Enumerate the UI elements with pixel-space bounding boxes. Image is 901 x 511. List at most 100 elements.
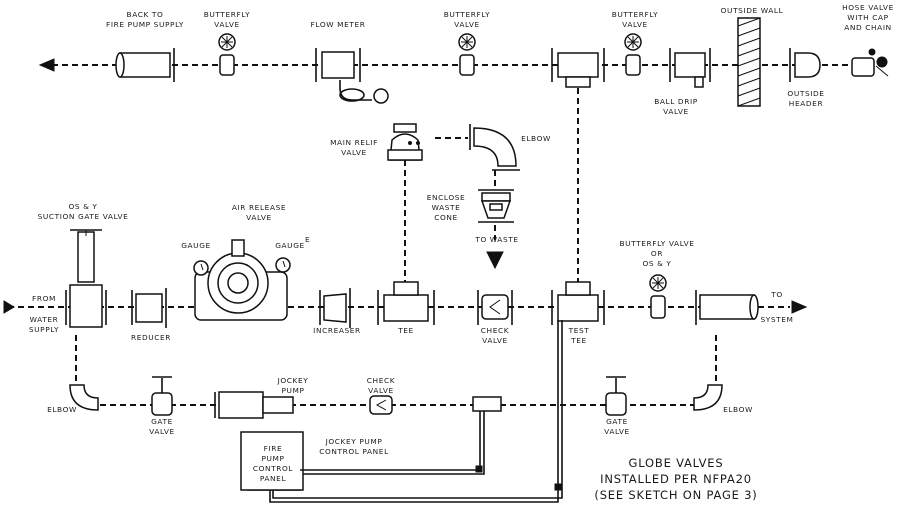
- svg-text:SUPPLY: SUPPLY: [29, 325, 59, 334]
- label-elbow-right: ELBOW: [723, 405, 753, 414]
- label-from-water-supply: FROM WATER SUPPLY: [29, 294, 59, 334]
- svg-text:FIRE: FIRE: [264, 444, 283, 453]
- svg-text:(SEE SKETCH ON PAGE 3): (SEE SKETCH ON PAGE 3): [594, 488, 757, 502]
- svg-text:HOSE VALVE: HOSE VALVE: [842, 3, 894, 12]
- svg-text:OS & Y: OS & Y: [642, 259, 671, 268]
- label-to-waste: TO WASTE: [474, 235, 518, 244]
- svg-text:GATE: GATE: [606, 417, 628, 426]
- label-os-y-suction: OS & Y SUCTION GATE VALVE: [38, 202, 129, 221]
- svg-text:BACK TO: BACK TO: [127, 10, 164, 19]
- top-tee: [551, 48, 605, 88]
- label-reducer: REDUCER: [131, 333, 171, 342]
- main-relief-valve: [387, 123, 423, 161]
- label-check-valve-jockey: CHECK VALVE: [367, 376, 395, 395]
- outside-header: [789, 48, 821, 82]
- butterfly-valve-3: [624, 33, 642, 76]
- svg-text:JOCKEY: JOCKEY: [277, 376, 309, 385]
- butterfly-valve-main: [649, 274, 667, 319]
- waste-cone: [478, 189, 514, 270]
- label-elbow-left: ELBOW: [47, 405, 77, 414]
- label-gate-valve-left: GATE VALVE: [149, 417, 175, 436]
- arrow-right-icon: [791, 300, 808, 314]
- svg-text:AND CHAIN: AND CHAIN: [844, 23, 892, 32]
- svg-text:OS & Y: OS & Y: [68, 202, 97, 211]
- label-tee: TEE: [397, 326, 414, 335]
- os-y-suction-gate-valve: [65, 229, 107, 328]
- svg-text:GAUGE: GAUGE: [275, 241, 305, 250]
- svg-text:OR: OR: [651, 249, 663, 258]
- svg-text:PUMP: PUMP: [281, 386, 304, 395]
- label-butterfly-2: BUTTERFLY VALVE: [444, 10, 490, 29]
- svg-text:VALVE: VALVE: [368, 386, 394, 395]
- elbow-right: [693, 384, 723, 411]
- svg-text:SUCTION GATE VALVE: SUCTION GATE VALVE: [38, 212, 129, 221]
- label-ball-drip: BALL DRIP VALVE: [654, 97, 698, 116]
- label-elbow-top: ELBOW: [521, 134, 551, 143]
- sensing-lines: [269, 320, 563, 503]
- svg-text:VALVE: VALVE: [604, 427, 630, 436]
- svg-text:BALL DRIP: BALL DRIP: [654, 97, 698, 106]
- label-fire-pump-control-panel: FIRE PUMP CONTROL PANEL: [253, 444, 294, 483]
- gate-valve-right: [605, 376, 627, 416]
- elbow-top: [469, 124, 520, 171]
- fire-pump-supply-pipe: [115, 48, 175, 82]
- svg-text:VALVE: VALVE: [341, 148, 367, 157]
- svg-text:AIR RELEASE: AIR RELEASE: [232, 203, 286, 212]
- ball-drip-pipe: [669, 48, 711, 88]
- label-butterfly-3: BUTTERFLY VALVE: [612, 10, 658, 29]
- svg-text:WITH CAP: WITH CAP: [847, 13, 888, 22]
- outside-wall: [737, 17, 761, 107]
- pipe-verticals: [404, 88, 579, 282]
- check-valve-main: [477, 290, 513, 325]
- jockey-junction-box: [472, 396, 502, 412]
- svg-text:TEE: TEE: [570, 336, 587, 345]
- check-valve-jockey: [369, 395, 393, 415]
- svg-text:JOCKEY PUMP: JOCKEY PUMP: [325, 437, 383, 446]
- jockey-pump: [214, 391, 294, 419]
- gauge-left-icon: [193, 260, 209, 276]
- label-gauge-left: GAUGE: [181, 241, 211, 250]
- label-increaser: INCREASER: [313, 326, 361, 335]
- svg-text:GATE: GATE: [151, 417, 173, 426]
- butterfly-valve-1: [218, 33, 236, 76]
- ball-drip-valve-icon: [694, 76, 704, 88]
- label-gate-valve-right: GATE VALVE: [604, 417, 630, 436]
- label-jockey-pump-control-panel: JOCKEY PUMP CONTROL PANEL: [319, 437, 389, 456]
- svg-text:BUTTERFLY VALVE: BUTTERFLY VALVE: [619, 239, 694, 248]
- arrow-in-icon: [3, 300, 15, 314]
- svg-text:VALVE: VALVE: [149, 427, 175, 436]
- label-main-relief: MAIN RELIF VALVE: [330, 138, 378, 157]
- hose-valve: [851, 48, 889, 77]
- label-check-valve-main: CHECK VALVE: [481, 326, 509, 345]
- svg-text:CONTROL PANEL: CONTROL PANEL: [319, 447, 389, 456]
- svg-text:BUTTERFLY: BUTTERFLY: [444, 10, 490, 19]
- svg-text:HEADER: HEADER: [789, 99, 823, 108]
- svg-text:CONTROL: CONTROL: [253, 464, 294, 473]
- label-outside-header: OUTSIDE HEADER: [787, 89, 824, 108]
- label-hose-valve: HOSE VALVE WITH CAP AND CHAIN: [842, 3, 894, 32]
- flow-meter-gauge-icon: [373, 88, 389, 104]
- svg-text:VALVE: VALVE: [454, 20, 480, 29]
- svg-text:INSTALLED PER NFPA20: INSTALLED PER NFPA20: [600, 472, 752, 486]
- elbow-left: [69, 384, 99, 411]
- butterfly-valve-2: [458, 33, 476, 76]
- label-air-release: AIR RELEASE VALVE: [232, 203, 286, 222]
- svg-text:OUTSIDE: OUTSIDE: [787, 89, 824, 98]
- svg-text:SYSTEM: SYSTEM: [760, 315, 793, 324]
- svg-text:BUTTERFLY: BUTTERFLY: [204, 10, 250, 19]
- svg-text:FIRE PUMP SUPPLY: FIRE PUMP SUPPLY: [106, 20, 184, 29]
- label-flow-meter: FLOW METER: [311, 20, 366, 29]
- label-test-tee: TEST TEE: [568, 326, 589, 345]
- svg-text:VALVE: VALVE: [246, 213, 272, 222]
- svg-text:TO: TO: [770, 290, 783, 299]
- svg-text:GLOBE VALVES: GLOBE VALVES: [629, 456, 724, 470]
- svg-text:VALVE: VALVE: [663, 107, 689, 116]
- reducer: [131, 288, 167, 328]
- svg-text:MAIN RELIF: MAIN RELIF: [330, 138, 378, 147]
- air-release-valve-icon: [231, 239, 245, 257]
- svg-text:PANEL: PANEL: [260, 474, 287, 483]
- globe-valves-note: GLOBE VALVES INSTALLED PER NFPA20 (SEE S…: [594, 456, 757, 502]
- gauge-right-icon: [275, 257, 291, 273]
- test-tee: [551, 281, 605, 325]
